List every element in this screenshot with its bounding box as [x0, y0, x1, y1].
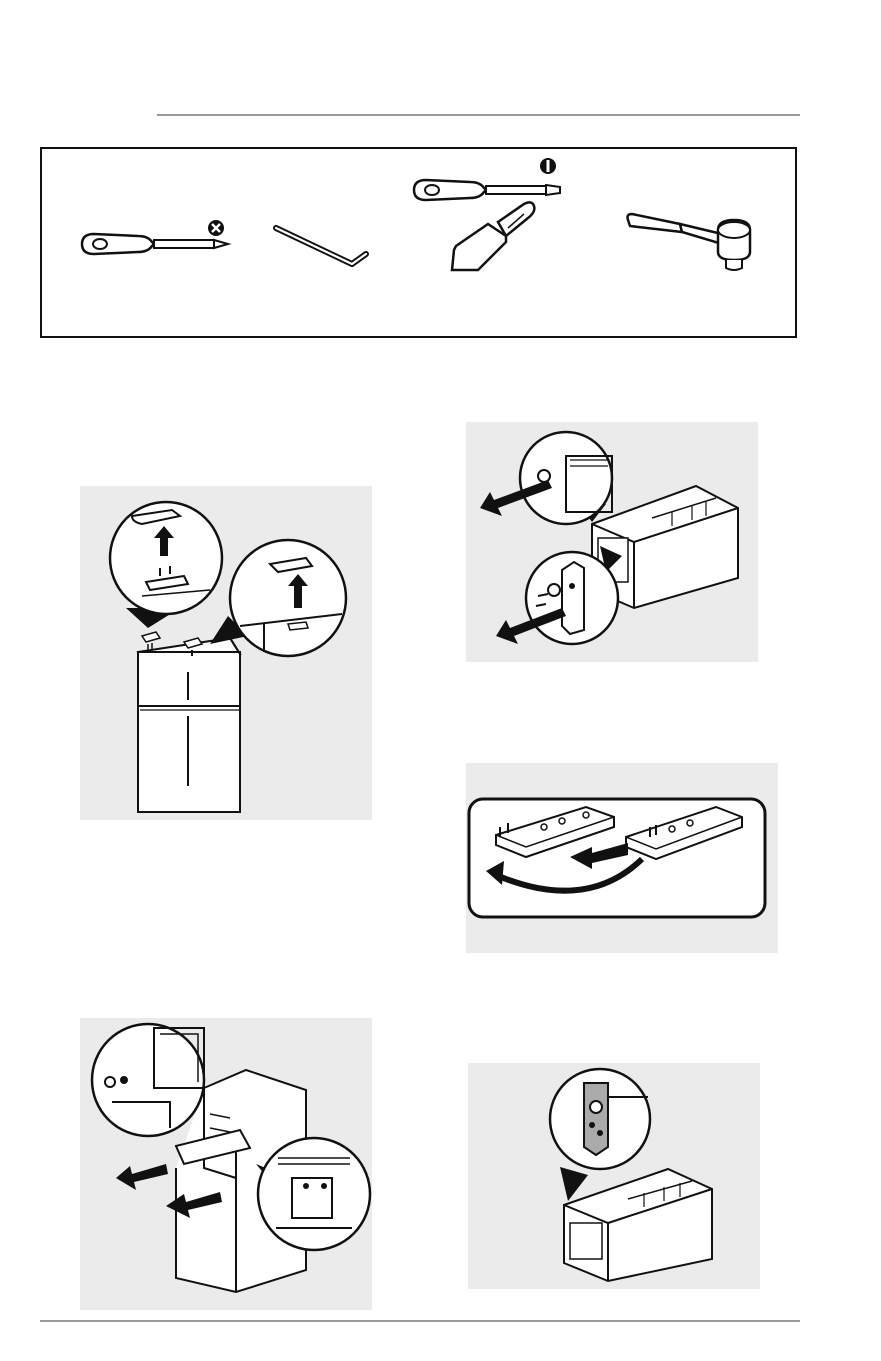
- hex-key-icon: [272, 224, 372, 279]
- reinstall-drawer-hinge-illustration: [468, 1063, 760, 1289]
- footer-rule: [40, 1320, 800, 1322]
- putty-knife-icon: [448, 198, 538, 279]
- remove-doors-illustration: [80, 1018, 372, 1310]
- header-rule: [157, 114, 800, 116]
- phillips-screwdriver-icon: [78, 218, 238, 275]
- socket-wrench-icon: [622, 208, 762, 279]
- move-hinge-bracket-illustration: [466, 763, 778, 953]
- remove-hinge-cover-illustration: [80, 486, 372, 820]
- remove-crisper-drawer-illustration: [466, 422, 758, 662]
